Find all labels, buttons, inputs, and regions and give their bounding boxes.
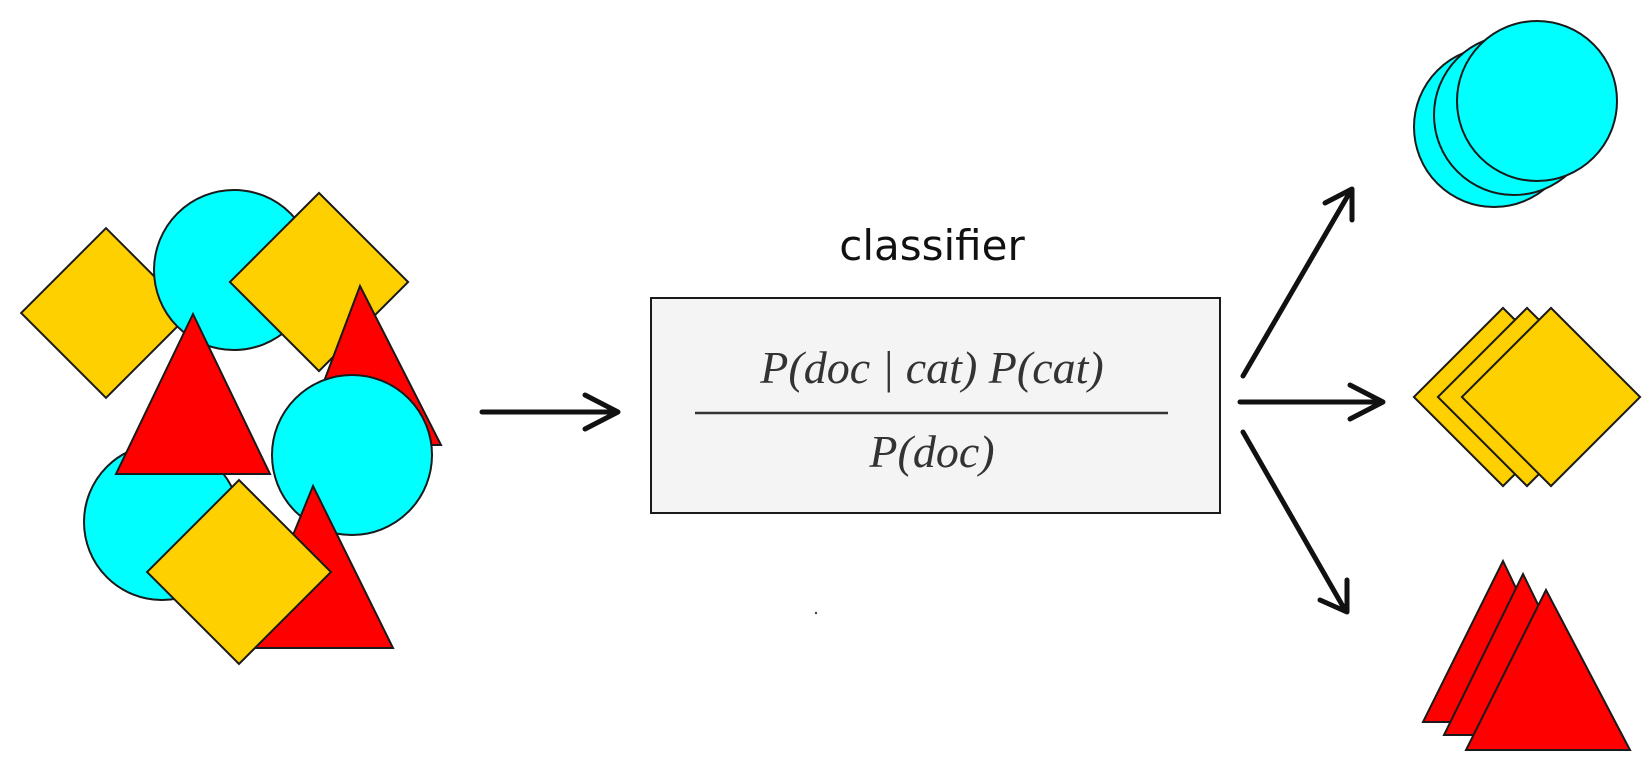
output-group-circles	[1413, 20, 1618, 208]
output-group-triangles	[1421, 558, 1632, 751]
formula-numerator: P(doc | cat) P(cat)	[759, 342, 1103, 393]
classifier-box: P(doc | cat) P(cat) P(doc)	[650, 297, 1221, 514]
output-diamond	[1460, 306, 1642, 488]
output-triangle	[1464, 587, 1632, 751]
output-arrow-down	[1240, 429, 1350, 615]
output-arrow-middle	[1237, 382, 1386, 422]
input-arrow	[479, 392, 621, 432]
input-triangle-center	[114, 311, 272, 475]
input-diamond-left	[19, 226, 193, 400]
output-arrow-up	[1240, 186, 1355, 379]
input-circle-right	[271, 374, 433, 536]
classifier-label: classifier	[839, 221, 1025, 270]
input-diamond-bottom	[145, 478, 333, 666]
formula-denominator: P(doc)	[868, 426, 994, 477]
input-shapes-pile	[19, 189, 443, 666]
output-circle	[1456, 20, 1618, 182]
stray-dot	[814, 611, 818, 615]
output-group-diamonds	[1412, 306, 1642, 488]
